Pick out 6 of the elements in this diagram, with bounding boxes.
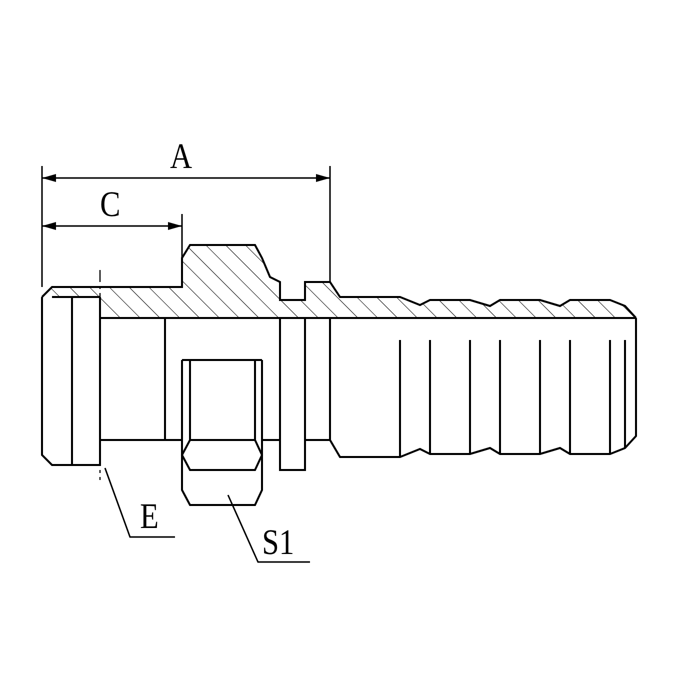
leader-line: [227, 494, 310, 563]
callout-label: S1: [262, 524, 294, 560]
callout-label: E: [140, 498, 159, 534]
dimension-label: A: [170, 138, 192, 174]
leader-line: [104, 468, 175, 538]
dimension-label: C: [100, 186, 120, 222]
